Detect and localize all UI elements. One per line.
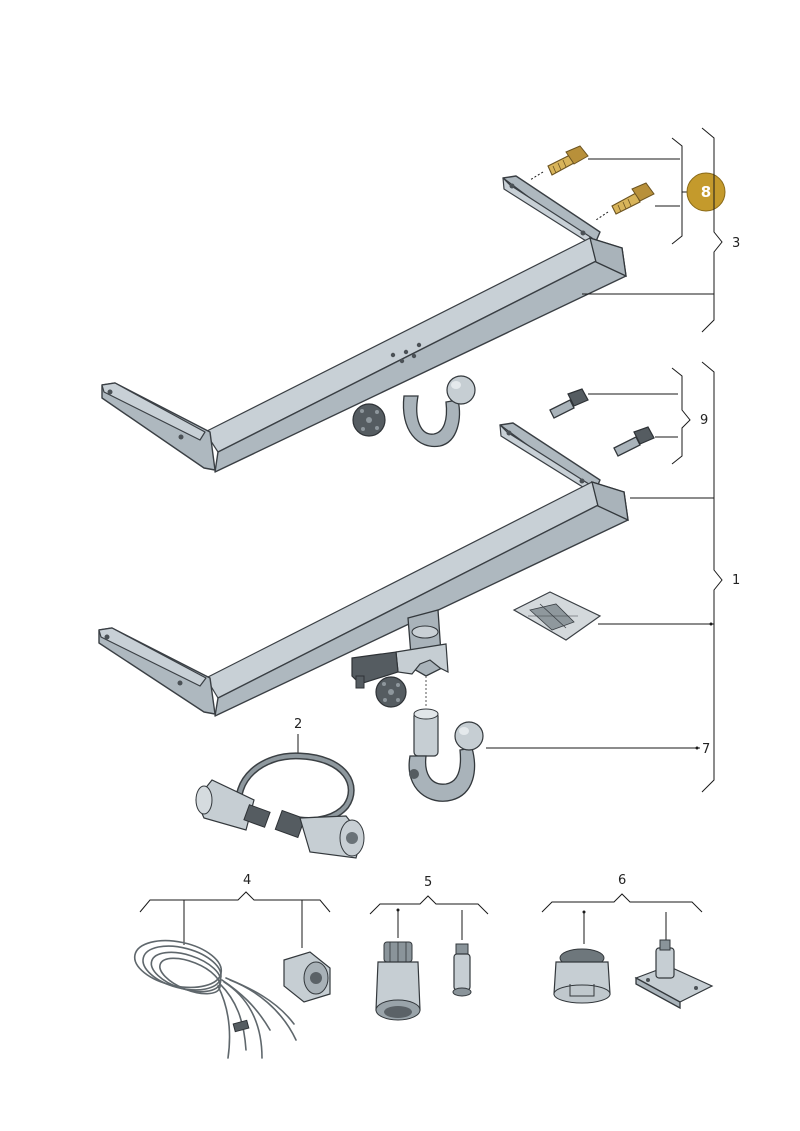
socket-cap: [553, 948, 611, 1004]
lower-tow-bar: [98, 422, 629, 717]
upper-mount-plate: [352, 403, 386, 437]
lower-mount-plate: [375, 676, 407, 708]
lower-bolt-2: [613, 426, 655, 457]
upper-bolt-1: [547, 145, 589, 176]
small-parts-bag: [512, 591, 602, 641]
part-8-label: 8: [701, 183, 711, 201]
plug-connector: [375, 941, 421, 1021]
upper-ball-neck: [402, 375, 476, 448]
part-2-label: 2: [294, 717, 302, 732]
part-6-label: 6: [618, 873, 626, 888]
upper-tow-bar: [101, 175, 627, 473]
upper-bolt-2: [611, 182, 655, 215]
part-4-label: 4: [243, 873, 251, 888]
part-3-label: 3: [732, 236, 740, 251]
socket-base-plate: [634, 939, 714, 1010]
part-1-label: 1: [732, 573, 740, 588]
detachable-ball-neck: [408, 708, 484, 802]
contact-pin: [452, 943, 472, 997]
wire-bundle: [133, 939, 297, 1059]
part-7-label: 7: [702, 742, 710, 757]
wiring-socket: [283, 951, 331, 1003]
part-5-label: 5: [424, 875, 432, 890]
receiver-housing: [351, 609, 449, 689]
part-9-label: 9: [700, 413, 708, 428]
lower-bolt-1: [549, 388, 589, 419]
part-8-badge[interactable]: 8: [686, 172, 726, 212]
adapter-cable: [195, 752, 365, 859]
